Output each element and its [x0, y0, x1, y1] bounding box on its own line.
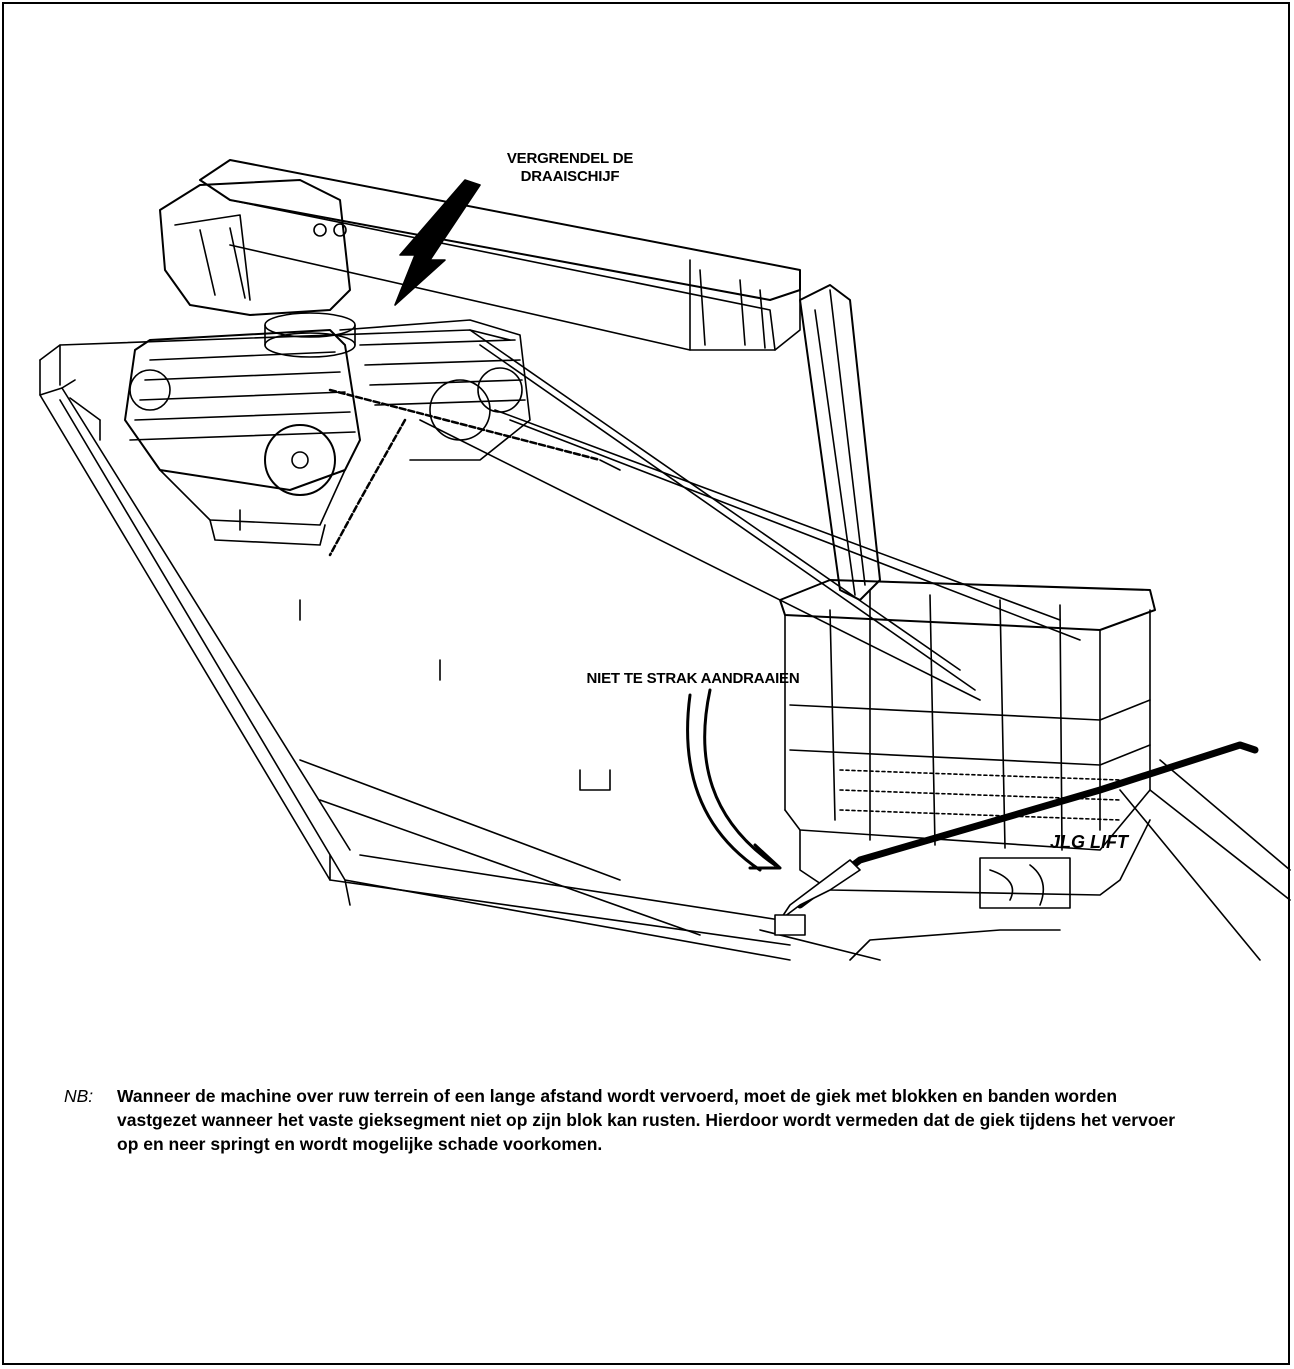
overtighten-callout: NIET TE STRAK AANDRAAIEN [586, 670, 800, 687]
note-label: NB: [64, 1086, 94, 1106]
platform-basket: JLG LIFT [779, 579, 1156, 909]
svg-text:JLG LIFT: JLG LIFT [1050, 832, 1130, 852]
turntable-lock-line2: DRAAISCHIJF [520, 168, 620, 185]
callout-arrows [394, 179, 782, 872]
turntable-lock-line1: VERGRENDEL DE [506, 150, 634, 167]
trailer-deck [39, 329, 1291, 961]
tie-down-strap [774, 741, 1259, 936]
note-block: NB: Wanneer de machine over ruw terrein … [64, 1084, 1184, 1156]
turntable [159, 179, 356, 358]
note-text: Wanneer de machine over ruw terrein of e… [117, 1086, 1176, 1154]
track-undercarriage [124, 319, 621, 557]
machine-tie-down-illustration: JLG LIFT [39, 159, 1291, 961]
turntable-lock-callout: VERGRENDEL DE DRAAISCHIJF [470, 150, 670, 186]
boom [199, 159, 881, 601]
